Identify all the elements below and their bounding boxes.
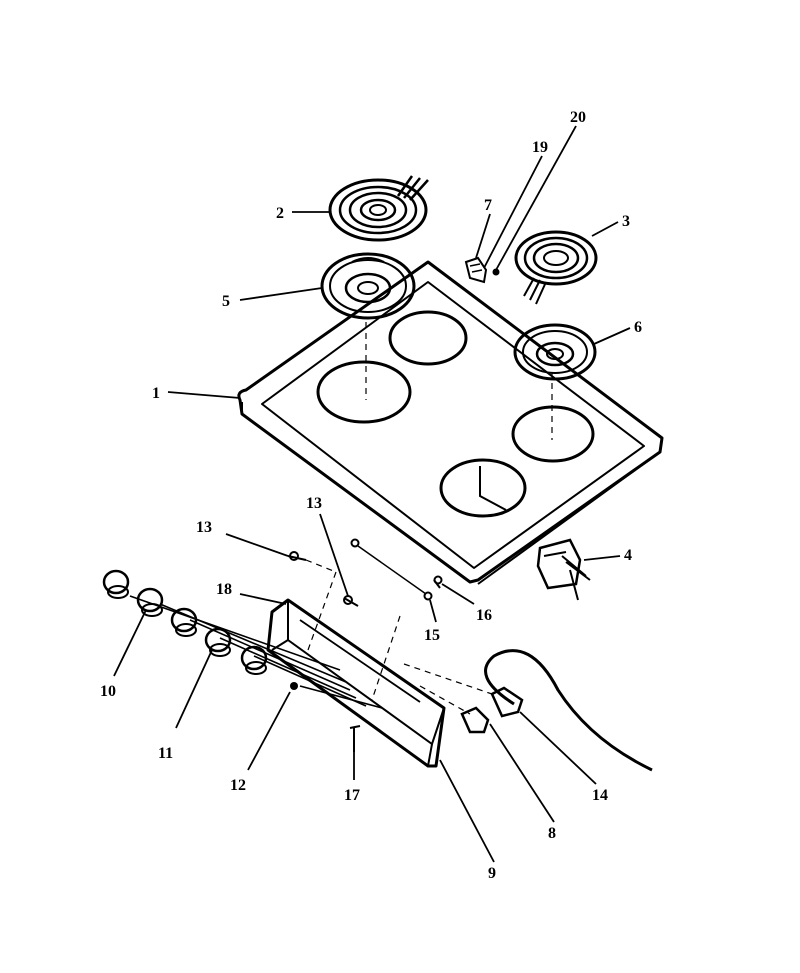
infinite-switch — [536, 538, 591, 601]
callout-17: 17 — [344, 787, 360, 804]
control-knobs — [102, 569, 268, 675]
callout-13-left: 13 — [196, 519, 212, 536]
callout-12: 12 — [230, 777, 246, 794]
knob-4 — [204, 627, 232, 657]
callout-15: 15 — [424, 627, 440, 644]
callout-13-right: 13 — [306, 495, 322, 512]
burner-opening-right-rear — [511, 405, 595, 463]
wire-harness — [129, 595, 383, 709]
leader-lines — [113, 125, 631, 863]
surface-element-large — [328, 175, 429, 242]
terminal-block — [464, 256, 500, 284]
callout-10: 10 — [100, 683, 116, 700]
callout-6: 6 — [634, 319, 642, 336]
callout-19: 19 — [532, 139, 548, 156]
callout-5: 5 — [222, 293, 230, 310]
callout-20: 20 — [570, 109, 586, 126]
callout-7: 7 — [484, 197, 492, 214]
callout-14: 14 — [592, 787, 608, 804]
callout-4: 4 — [624, 547, 632, 564]
knob-1 — [102, 569, 130, 599]
callout-labels: 1 2 3 4 5 6 7 8 9 10 11 12 13 13 14 15 1… — [100, 109, 642, 882]
cooktop-frame — [237, 260, 664, 585]
knob-5 — [240, 645, 268, 675]
knob-3 — [170, 607, 198, 637]
surface-element-small — [514, 230, 598, 305]
callout-1: 1 — [152, 385, 160, 402]
panel-screw — [290, 682, 298, 690]
drip-pan-small — [513, 323, 597, 381]
drip-pan-large — [320, 252, 416, 320]
burner-opening-left-rear — [388, 310, 468, 366]
clip — [349, 725, 361, 752]
burner-opening-left-front — [316, 360, 412, 424]
callout-8: 8 — [548, 825, 556, 842]
callout-18: 18 — [216, 581, 232, 598]
callout-9: 9 — [488, 865, 496, 882]
power-cord — [403, 649, 653, 772]
burner-opening-right-front — [439, 458, 527, 518]
callout-11: 11 — [158, 745, 173, 762]
callout-3: 3 — [622, 213, 630, 230]
terminal-connector — [460, 706, 490, 734]
knob-2 — [136, 587, 164, 617]
callout-2: 2 — [276, 205, 284, 222]
callout-16: 16 — [476, 607, 492, 624]
screws — [287, 538, 443, 607]
